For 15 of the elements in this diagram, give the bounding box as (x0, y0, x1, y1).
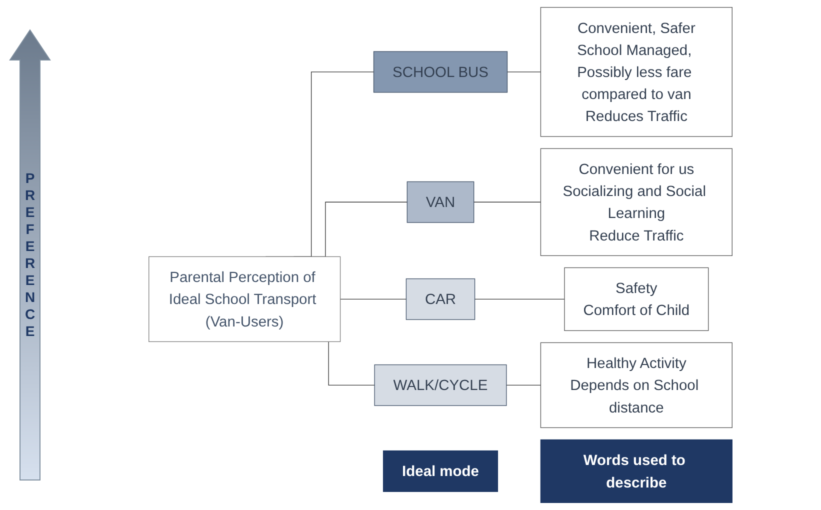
node-box: Convenient for us Socializing and Social Learning Reduce Traffic (540, 148, 732, 256)
node-box: Healthy Activity Depends on School distance (540, 342, 732, 428)
node-box: Ideal mode (382, 450, 498, 492)
connector (340, 298, 407, 300)
node-box: Safety Comfort of Child (564, 267, 709, 331)
connector (474, 298, 565, 300)
node-box: Convenient, Safer School Managed, Possibly less fare compared to van Reduces Traffic (540, 7, 732, 137)
node-box: SCHOOL BUS (373, 51, 508, 93)
arrow-label: PREFERENCE (22, 170, 38, 340)
node-box: Parental Perception of Ideal School Transport (Van-Users) (148, 256, 341, 342)
node-box: CAR (406, 278, 476, 320)
connector (506, 384, 542, 386)
node-box: VAN (406, 181, 474, 223)
node-box: Words used to describe (540, 439, 732, 503)
node-box: WALK/CYCLE (374, 364, 507, 406)
